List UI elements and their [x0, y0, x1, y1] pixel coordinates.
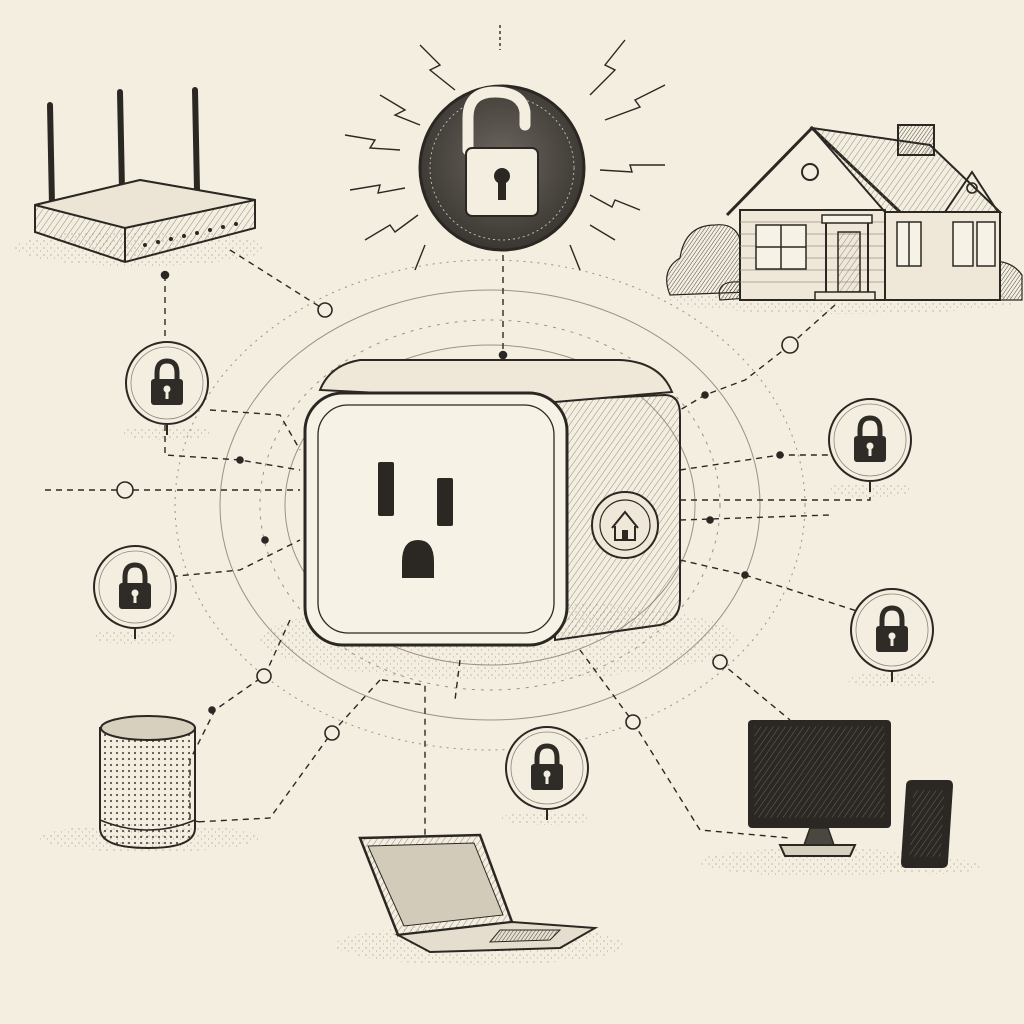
lock-icon: [531, 743, 563, 790]
lock-icon: [151, 358, 183, 405]
lock-badges: [90, 341, 937, 825]
outlet-slot-left: [378, 462, 394, 516]
lock-icon: [119, 562, 151, 609]
connection-nodes: [116, 270, 799, 741]
lock-bottom-center: [502, 726, 592, 825]
badge-inner-ring: [855, 593, 929, 667]
desktop-monitor: [700, 720, 940, 876]
badge-inner-ring: [98, 550, 172, 624]
badge-inner-ring: [130, 346, 204, 420]
smart-speaker: [40, 715, 260, 852]
lock-right-lower: [847, 588, 937, 687]
outlet-slot-right: [437, 478, 453, 526]
badge-inner-ring: [510, 731, 584, 805]
outlet-ground-hole: [402, 540, 434, 578]
house: [666, 124, 1023, 314]
home-icon: [591, 491, 659, 559]
wifi-router: [15, 87, 265, 266]
lock-left-lower: [90, 545, 180, 644]
unlocked-padlock: [344, 25, 666, 271]
alert-lightning: [344, 25, 666, 271]
smart-plug: [260, 359, 740, 680]
smartphone: [890, 780, 980, 874]
lock-icon: [854, 415, 886, 462]
lock-icon: [876, 605, 908, 652]
laptop: [335, 833, 625, 965]
badge-inner-ring: [833, 403, 907, 477]
lock-left-upper: [122, 341, 212, 440]
lock-right-upper: [825, 398, 915, 497]
